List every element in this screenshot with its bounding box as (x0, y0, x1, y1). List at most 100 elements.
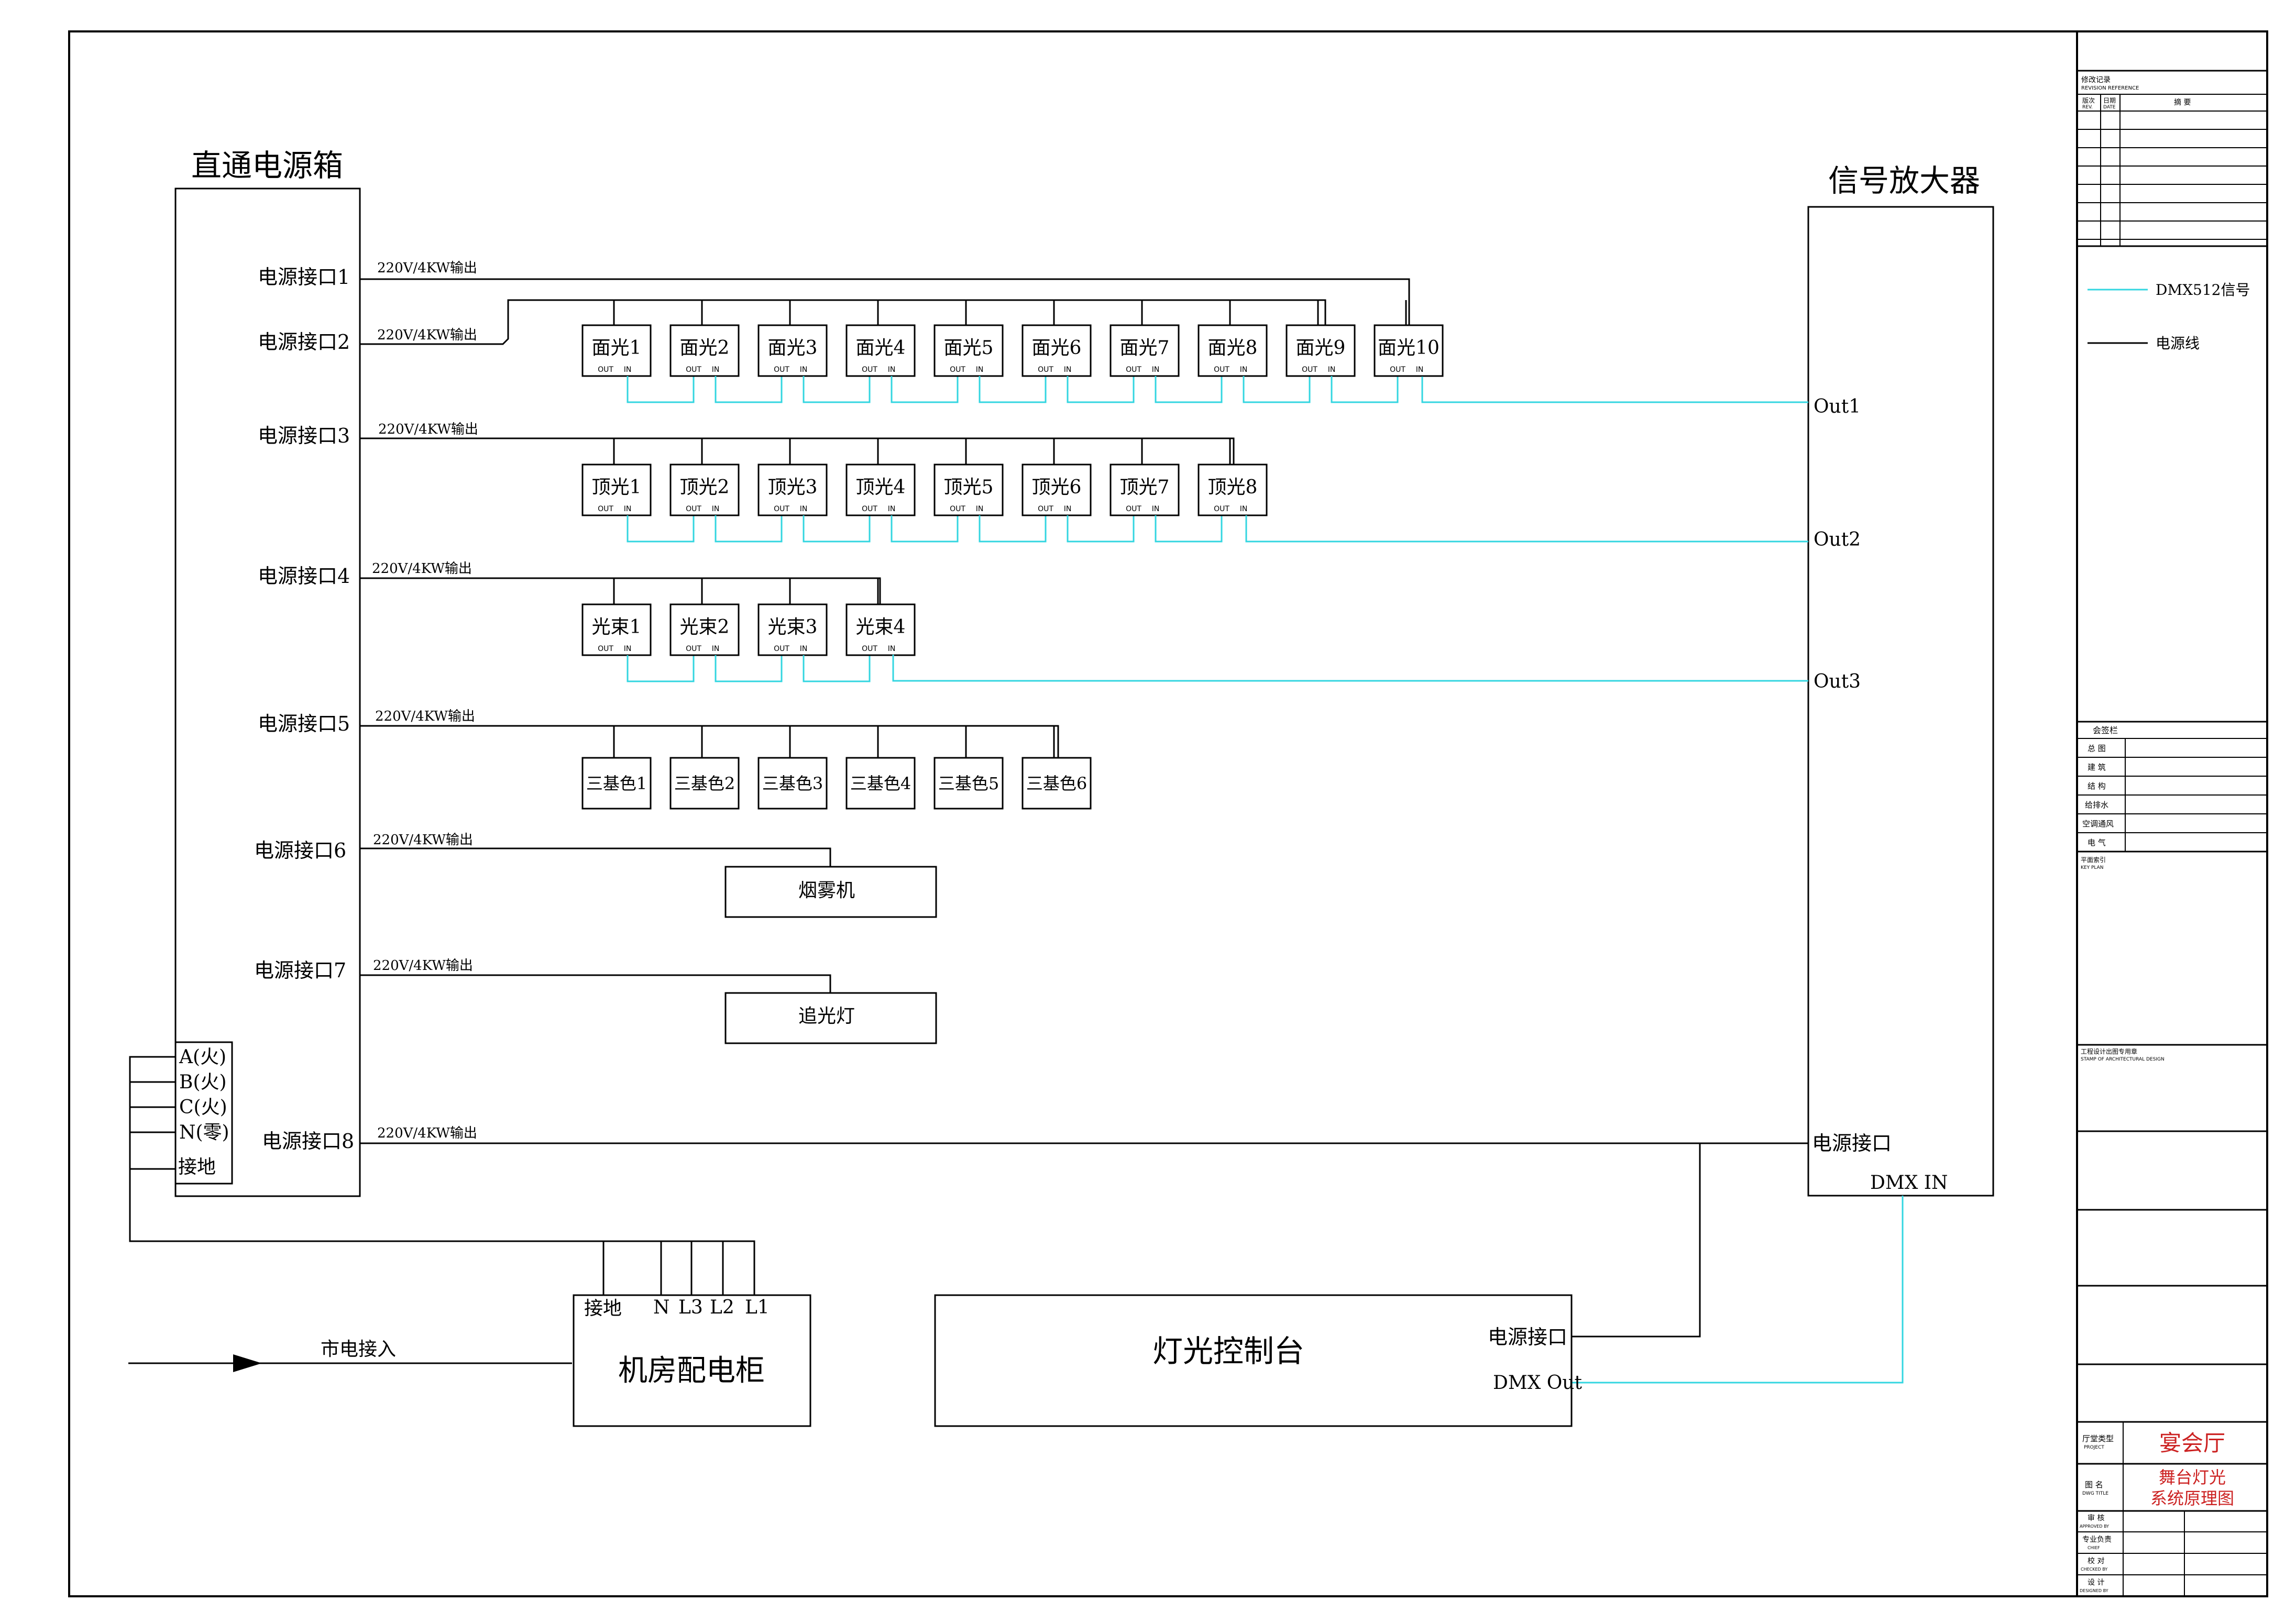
pin-in-label: IN (800, 366, 808, 374)
pin-in-label: IN (1328, 366, 1336, 374)
pin-out-label: OUT (1302, 366, 1317, 374)
cabinet-terminal-l3: L3 (678, 1297, 703, 1318)
amplifier-out1: Out1 (1814, 396, 1861, 417)
power-box: 直通电源箱 A(火) B(火) C(火) N(零) 接地 (174, 148, 361, 1197)
port-7-output: 220V/4KW输出 (373, 958, 473, 974)
port-5-label: 电源接口5 (258, 712, 350, 735)
approval-1: 审 核 (2088, 1514, 2104, 1522)
rev-col2: 日期 (2103, 97, 2116, 104)
sign-row-3: 结 构 (2088, 781, 2106, 791)
pin-in-label: IN (624, 505, 632, 513)
terminal-b: B(火) (179, 1072, 227, 1093)
pin-out-label: OUT (774, 366, 789, 374)
pin-out-label: OUT (1126, 366, 1141, 374)
pin-out-label: OUT (1038, 505, 1053, 513)
top-light-label: 顶光7 (1120, 477, 1170, 498)
top-light-label: 顶光2 (680, 477, 730, 498)
rev-col2-en: DATE (2103, 105, 2116, 110)
project-label-en: PROJECT (2084, 1445, 2104, 1450)
face-light-label: 面光6 (1032, 337, 1082, 359)
pin-in-label: IN (1064, 505, 1072, 513)
face-light-label: 面光3 (768, 337, 818, 359)
dmx-chain-link (627, 515, 695, 543)
dmx-chain-link (1067, 515, 1135, 543)
beam-light-label: 光束2 (680, 616, 730, 638)
port-1-label: 电源接口1 (258, 266, 350, 289)
cabinet-terminal-l1: L1 (745, 1297, 770, 1318)
stamp-label-en: STAMP OF ARCHITECTURAL DESIGN (2081, 1057, 2165, 1062)
top-light-label: 顶光4 (856, 477, 906, 498)
rgb-light-label: 三基色2 (674, 774, 735, 793)
approval-3: 校 对 (2088, 1556, 2104, 1565)
pin-out-label: OUT (598, 645, 613, 653)
pin-in-label: IN (712, 645, 720, 653)
revision-title: 修改记录 (2081, 76, 2111, 84)
dmx-chain-link (1243, 376, 1311, 403)
dmx-wiring (892, 377, 1904, 1384)
stamp-label: 工程设计出图专用章 (2081, 1047, 2137, 1055)
mains-arrow-head (233, 1354, 262, 1372)
terminal-c: C(火) (179, 1097, 227, 1118)
port-6-output: 220V/4KW输出 (373, 832, 473, 848)
dmx-chain-link (891, 515, 959, 543)
port-2-output: 220V/4KW输出 (377, 327, 477, 343)
face-light-label: 面光10 (1378, 337, 1440, 359)
port-8-output: 220V/4KW输出 (377, 1125, 477, 1141)
dmx-chain-link (627, 655, 695, 682)
pin-out-label: OUT (686, 366, 701, 374)
pin-out-label: OUT (862, 645, 877, 653)
pin-in-label: IN (800, 505, 808, 513)
top-light-label: 顶光5 (944, 477, 994, 498)
terminal-a: A(火) (179, 1046, 226, 1068)
cabinet-terminal-n: N (653, 1297, 670, 1318)
pin-in-label: IN (1240, 505, 1248, 513)
revision-title-en: REVISION REFERENCE (2081, 85, 2139, 91)
pin-out-label: OUT (686, 505, 701, 513)
rev-col1: 版次 (2082, 97, 2095, 104)
legend-dmx-label: DMX512信号 (2156, 281, 2250, 299)
port-4-output: 220V/4KW输出 (372, 561, 472, 577)
rgb-light-fixture: 三基色6 (1021, 726, 1092, 810)
port-1-output: 220V/4KW输出 (377, 260, 477, 276)
title-block (2077, 70, 2267, 1596)
face-light-label: 面光4 (856, 337, 906, 359)
pin-out-label: OUT (598, 366, 613, 374)
beam-light-label: 光束1 (592, 616, 642, 638)
sign-row-6: 电 气 (2088, 838, 2106, 847)
sign-row-1: 总 图 (2088, 744, 2106, 753)
port-2-label: 电源接口2 (258, 330, 350, 354)
sign-row-5: 空调通风 (2082, 819, 2114, 829)
face-light-label: 面光9 (1296, 337, 1346, 359)
pin-in-label: IN (888, 505, 896, 513)
pin-out-label: OUT (1038, 366, 1053, 374)
dmx-chain-link (1067, 376, 1135, 403)
console-power-port: 电源接口 (1488, 1326, 1567, 1349)
amplifier-out3: Out3 (1814, 671, 1861, 692)
port-7-label: 电源接口7 (254, 959, 346, 982)
rgb-light-fixture: 三基色4 (845, 726, 916, 810)
rev-col1-en: REV. (2082, 105, 2093, 110)
top-light-label: 顶光1 (592, 477, 642, 498)
approval-2-en: CHIEF (2088, 1545, 2100, 1550)
beam-light-label: 光束4 (856, 616, 906, 638)
pin-in-label: IN (800, 645, 808, 653)
signal-amplifier: 信号放大器 Out1 Out2 Out3 电源接口 DMX IN (1807, 163, 1994, 1197)
dmx-chain-link (803, 376, 871, 403)
cabinet-terminal-l2: L2 (710, 1297, 734, 1318)
power-box-title: 直通电源箱 (191, 148, 343, 183)
amplifier-out2: Out2 (1814, 529, 1861, 550)
pin-in-label: IN (976, 505, 984, 513)
face-light-label: 面光1 (592, 337, 642, 359)
project-value: 宴会厅 (2159, 1430, 2225, 1456)
